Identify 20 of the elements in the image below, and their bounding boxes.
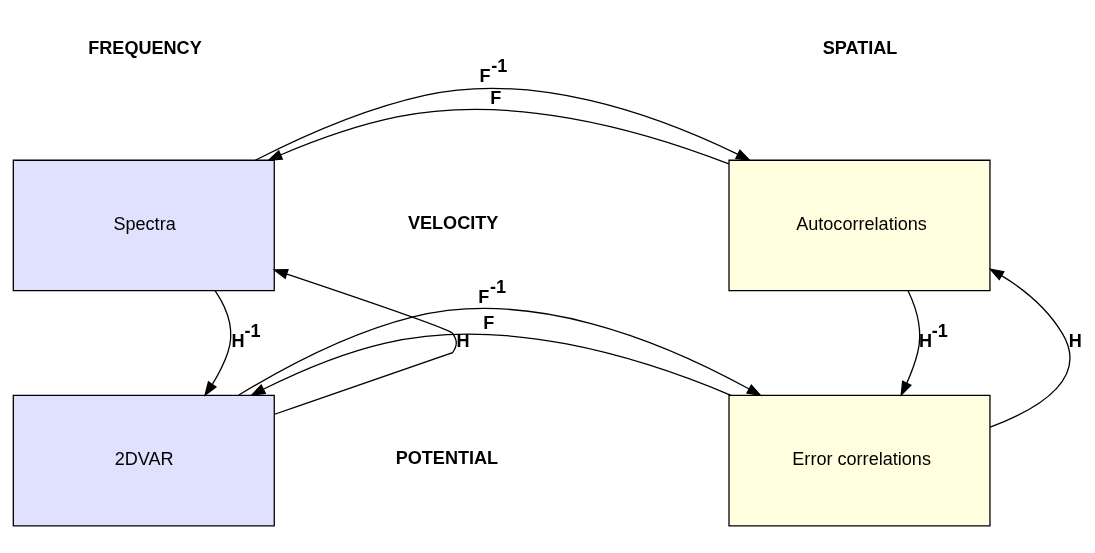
node-box: Spectra (12, 159, 275, 292)
arrow (900, 290, 921, 397)
arrow (266, 108, 730, 165)
edge-label: H (1068, 330, 1082, 351)
label: SPATIAL (822, 37, 898, 58)
arrow (238, 308, 763, 397)
node-box: Error correlations (728, 394, 991, 527)
edge-label: F (490, 87, 502, 108)
arrow (988, 268, 1071, 428)
arrow (250, 333, 732, 396)
label: POTENTIAL (395, 448, 499, 469)
edge-label: F (483, 312, 495, 333)
edge-label: H (456, 330, 470, 351)
label: FREQUENCY (88, 37, 202, 58)
arrow (203, 290, 232, 397)
node-box: 2DVAR (12, 394, 275, 527)
arrow (254, 87, 752, 161)
label: VELOCITY (407, 212, 499, 233)
arrow (272, 269, 457, 415)
node-box: Autocorrelations (728, 159, 991, 292)
